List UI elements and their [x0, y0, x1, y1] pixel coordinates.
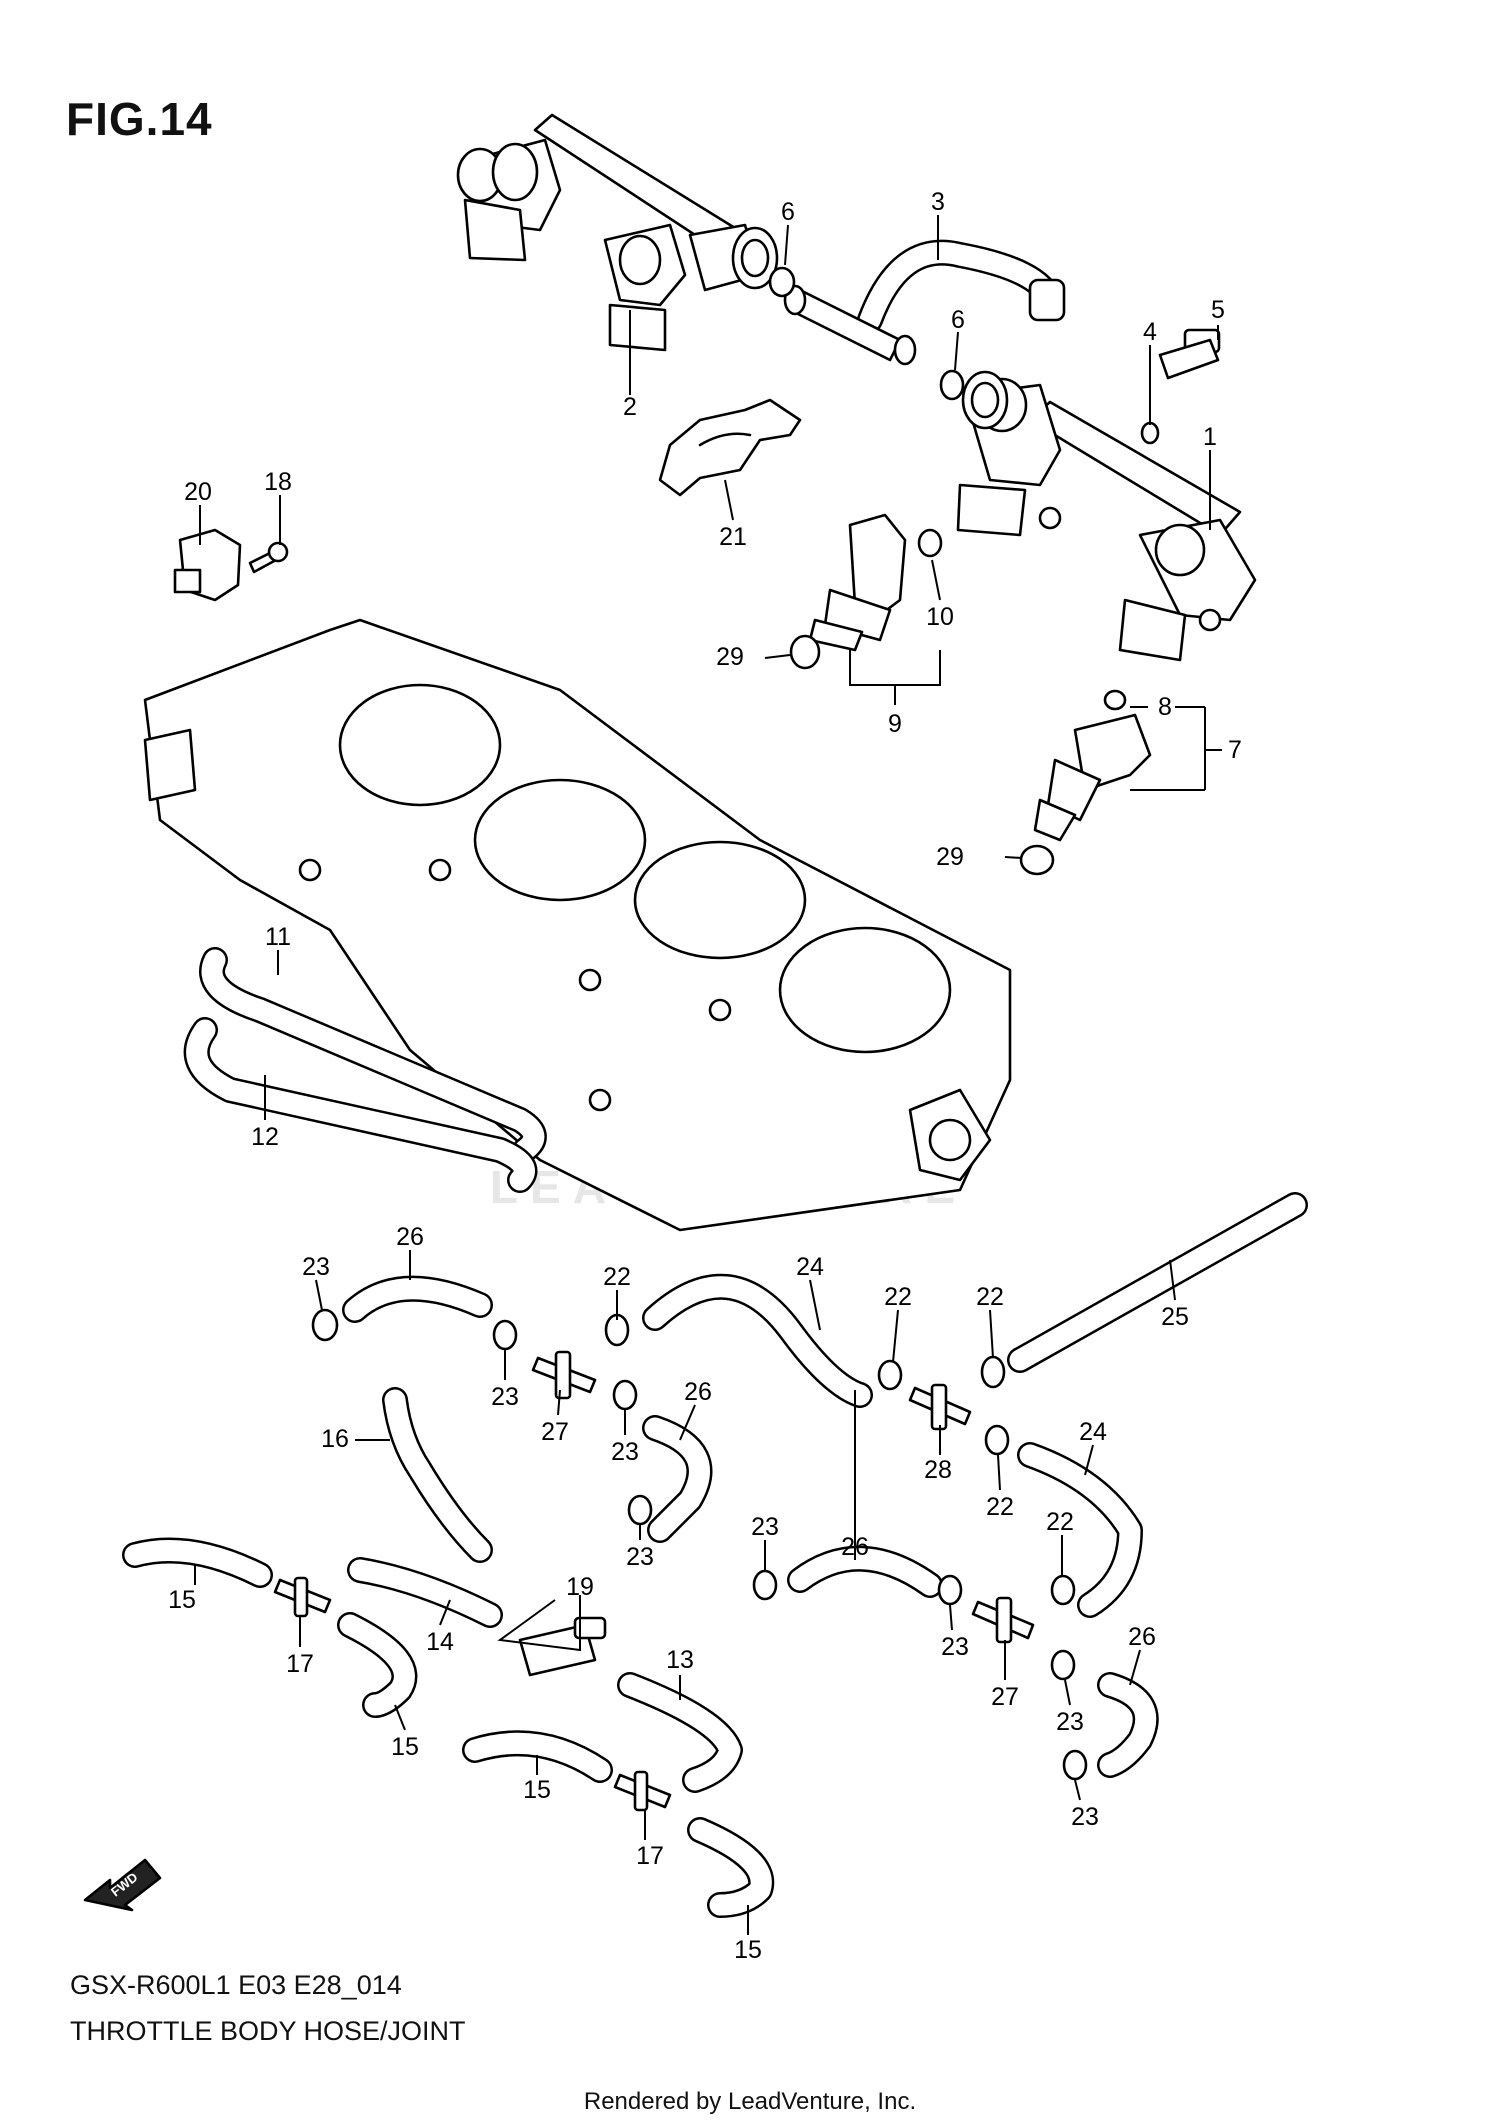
injector-lower[interactable]	[1033, 713, 1152, 842]
t-joint-27a[interactable]	[531, 1350, 597, 1400]
callout-26d: 26	[1128, 1623, 1156, 1651]
hose-12[interactable]	[183, 1017, 538, 1193]
callout-1: 1	[1203, 423, 1217, 451]
hose-13[interactable]	[617, 1672, 743, 1793]
callout-15b: 15	[391, 1733, 419, 1761]
callout-26b: 26	[684, 1378, 712, 1406]
pipe-clamp[interactable]	[658, 398, 802, 497]
callout-23b: 23	[491, 1383, 519, 1411]
callout-20: 20	[184, 478, 212, 506]
o-ring-10[interactable]	[917, 528, 943, 558]
leader-lines	[194, 215, 1222, 1935]
bolt[interactable]	[1158, 328, 1221, 380]
callout-16: 16	[321, 1425, 349, 1453]
callout-23h: 23	[1071, 1803, 1099, 1831]
callout-8: 8	[1158, 693, 1172, 721]
callout-11: 11	[265, 923, 291, 951]
callout-22e: 22	[1046, 1508, 1074, 1536]
callout-19: 19	[566, 1573, 594, 1601]
callout-23e: 23	[751, 1513, 779, 1541]
t-joint-17b[interactable]	[613, 1770, 672, 1812]
callout-22b: 22	[884, 1283, 912, 1311]
callout-27a: 27	[541, 1418, 569, 1446]
callout-26c-label: 26	[841, 1533, 869, 1561]
callout-14: 14	[426, 1628, 454, 1656]
callout-3: 3	[931, 188, 945, 216]
callout-25: 25	[1161, 1303, 1189, 1331]
model-code: GSX-R600L1 E03 E28_014	[70, 1970, 402, 2000]
callout-2: 2	[623, 393, 637, 421]
pressure-sensor[interactable]	[173, 528, 242, 602]
t-joint-17a[interactable]	[273, 1576, 332, 1618]
callout-7: 7	[1228, 736, 1242, 764]
callout-9: 9	[888, 710, 902, 738]
fuel-pipe-joint-hose[interactable]	[783, 239, 1066, 366]
hose-15a[interactable]	[122, 1537, 273, 1588]
callout-15d: 15	[734, 1936, 762, 1964]
hose-15d[interactable]	[687, 1817, 775, 1918]
callout-13: 13	[666, 1646, 694, 1674]
throttle-body[interactable]	[143, 618, 1012, 1232]
hose-24a[interactable]	[642, 1273, 873, 1408]
hose-26d[interactable]	[1097, 1672, 1159, 1778]
t-joint-27b[interactable]	[971, 1596, 1035, 1644]
callout-24b: 24	[1079, 1418, 1107, 1446]
callout-27b: 27	[991, 1683, 1019, 1711]
hose-clips[interactable]	[311, 1308, 1088, 1781]
figure-caption: THROTTLE BODY HOSE/JOINT	[70, 2016, 466, 2046]
hose-11[interactable]	[199, 947, 547, 1163]
hose-24b[interactable]	[1017, 1442, 1143, 1618]
callout-17a: 17	[286, 1650, 314, 1678]
callout-5: 5	[1211, 296, 1225, 324]
hose-15b[interactable]	[337, 1612, 418, 1718]
forward-arrow-icon: FWD	[83, 1858, 162, 1912]
fuel-delivery-pipe-upper[interactable]	[456, 113, 779, 352]
callout-28: 28	[924, 1456, 952, 1484]
callout-15a: 15	[168, 1586, 196, 1614]
o-ring-8[interactable]	[1103, 689, 1127, 711]
o-ring[interactable]	[939, 369, 965, 401]
callout-26a: 26	[396, 1223, 424, 1251]
washer[interactable]	[1140, 421, 1160, 445]
callout-10: 10	[926, 603, 954, 631]
callout-22c: 22	[976, 1283, 1004, 1311]
check-valve-19[interactable]	[518, 1616, 607, 1677]
callout-4: 4	[1143, 318, 1157, 346]
callout-15c: 15	[523, 1776, 551, 1804]
callout-29b: 29	[936, 843, 964, 871]
hose-26a[interactable]	[342, 1275, 493, 1323]
hose-16[interactable]	[382, 1387, 493, 1563]
callout-24a: 24	[796, 1253, 824, 1281]
callout-21: 21	[719, 523, 747, 551]
callout-23g: 23	[1056, 1708, 1084, 1736]
fuel-delivery-pipe-lower[interactable]	[956, 370, 1257, 662]
callout-6b: 6	[951, 306, 965, 334]
callout-23d: 23	[626, 1543, 654, 1571]
callout-22a: 22	[603, 1263, 631, 1291]
cushion-seal-29b[interactable]	[1019, 844, 1055, 876]
callout-29a: 29	[716, 643, 744, 671]
hose-26c[interactable]	[787, 1545, 943, 1598]
hose-14[interactable]	[347, 1557, 503, 1628]
screw[interactable]	[248, 541, 289, 574]
callout-23f: 23	[941, 1633, 969, 1661]
callout-23c: 23	[611, 1438, 639, 1466]
render-credit: Rendered by LeadVenture, Inc.	[583, 2088, 917, 2115]
callout-12: 12	[251, 1123, 279, 1151]
figure-title: FIG.14	[66, 93, 213, 145]
injector-upper[interactable]	[808, 513, 907, 652]
hose-15c[interactable]	[462, 1730, 613, 1783]
hose-25[interactable]	[1007, 1192, 1308, 1373]
callout-6a: 6	[781, 198, 795, 226]
callout-18: 18	[264, 468, 292, 496]
callout-17b: 17	[636, 1842, 664, 1870]
t-joint-28[interactable]	[908, 1383, 972, 1431]
o-ring[interactable]	[768, 266, 796, 298]
cushion-seal-29a[interactable]	[789, 634, 821, 670]
hose-26b[interactable]	[642, 1415, 713, 1543]
callout-23a: 23	[302, 1253, 330, 1281]
callout-labels: 1 2 3 4 5 6 6 7 8 9 10 11 12 13 14 15 15…	[168, 188, 1242, 1964]
callout-22d: 22	[986, 1493, 1014, 1521]
